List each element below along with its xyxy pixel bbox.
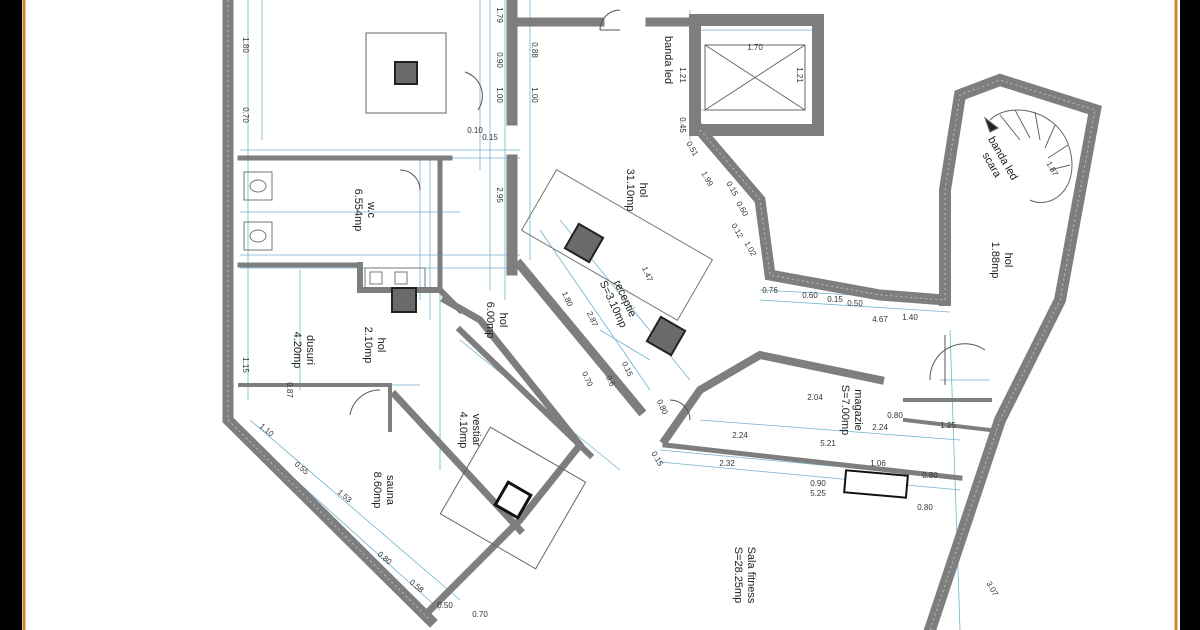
columns [365,32,909,570]
room-area: 6.00mp [484,302,496,339]
room-area: 6.554mp [352,189,364,232]
room-name: w.c [365,201,377,218]
room-name: banda led [662,36,674,84]
room-area: 4.20mp [291,332,303,369]
dimension-label: 0.10 [467,126,483,135]
room-area: 31.10mp [624,169,636,212]
dimension-label: 2.32 [719,459,735,468]
dimension-label: 0.70 [472,610,488,619]
room-area: 8.60mp [371,472,383,509]
room-area: S=7.00mp [839,385,851,435]
dimension-label: 4.67 [872,315,888,324]
room-area: 1.88mp [989,242,1001,279]
room-name: Sala fitness [745,547,757,604]
dimension-label: 0.88 [530,42,539,58]
dimension-label: 1.80 [241,37,250,53]
dimension-label: 2.04 [807,393,823,402]
room-wc: w.c6.554mp [352,189,377,232]
dimension-label: 0.80 [887,411,903,420]
dimension-label: 1.21 [795,67,804,83]
dimension-label: 1.21 [678,67,687,83]
dimension-label: 0.87 [285,382,294,398]
room-name: magazie [852,389,864,431]
dimension-label: 0.80 [922,471,938,480]
room-area: S=28.25mp [732,547,744,604]
dimension-label: 2.95 [495,187,504,203]
room-area: 2.10mp [362,327,374,364]
dimension-label: 2.24 [732,431,748,440]
dimension-label: 1.79 [495,7,504,23]
room-name: dusuri [304,335,316,365]
dimension-label: 1.06 [870,459,886,468]
dimension-label: 0.70 [241,107,250,123]
room-banda-led-top: banda led [662,36,674,84]
dimension-label: 0.90 [810,479,826,488]
dimension-label: 1.15 [241,357,250,373]
dimension-label: 0.80 [917,503,933,512]
dimension-label: 1.40 [902,313,918,322]
dimension-label: 5.21 [820,439,836,448]
dimension-label: 0.50 [847,299,863,308]
dimension-label: 0.15 [482,133,498,142]
wall-hatch [227,0,1096,630]
room-name: hol [375,338,387,353]
dimension-label: 1.25 [940,421,956,430]
dimension-label: 5.25 [810,489,826,498]
dimension-label: 1.00 [530,87,539,103]
spiral-stair [983,109,1073,203]
dimension-label: 0.50 [437,601,453,610]
toilet-fixtures [243,171,426,289]
dimension-label: 1.00 [495,87,504,103]
dimension-label: 1.70 [747,43,763,52]
dimension-label: 2.24 [872,423,888,432]
room-name: sauna [384,475,396,506]
dimension-label: 0.15 [827,295,843,304]
dimension-label: 0.76 [762,286,778,295]
room-name: hol [1002,253,1014,268]
dimension-label: 0.6 [604,374,617,388]
elevator-shaft [704,44,806,111]
dimension-label: 0.60 [802,291,818,300]
room-name: vestiar [470,414,482,447]
dimension-label: 0.45 [678,117,687,133]
room-name: hol [497,313,509,328]
doors [349,9,986,421]
dimension-label: 0.90 [495,52,504,68]
room-area: 4.10mp [457,412,469,449]
paper [22,0,1180,630]
room-name: hol [637,183,649,198]
